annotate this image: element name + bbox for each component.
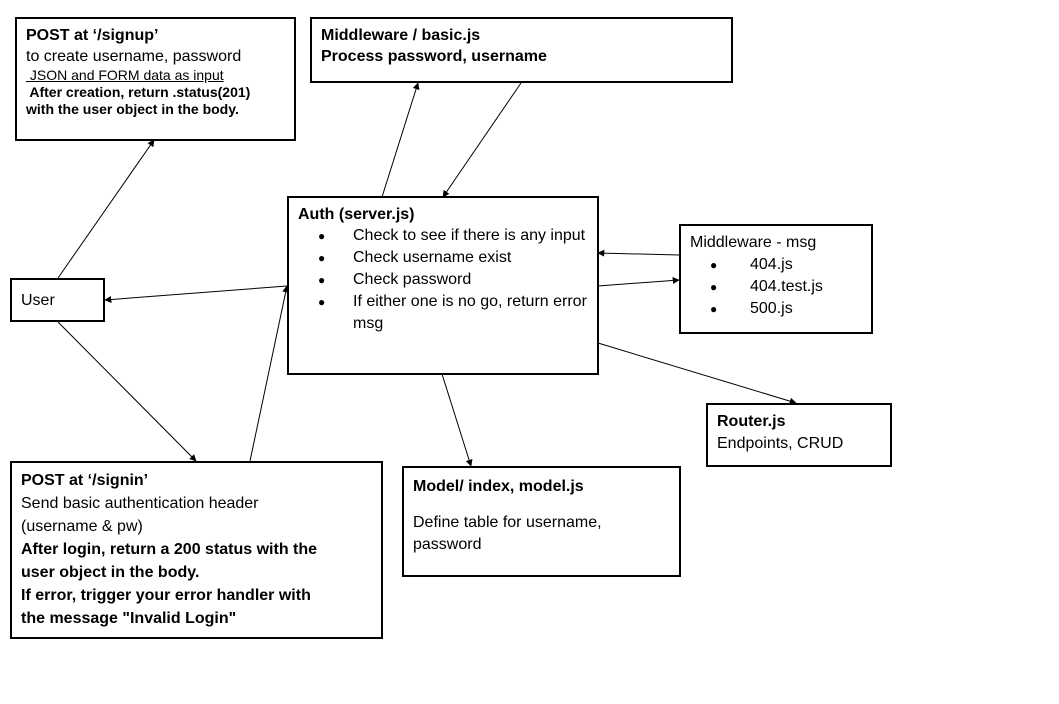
msg-file-item: 404.test.js	[690, 276, 862, 298]
signin-box: POST at ‘/signin’ Send basic authenticat…	[10, 461, 383, 639]
signup-input-note: JSON and FORM data as input	[26, 67, 224, 83]
signup-title: POST at ‘/signup’	[26, 27, 159, 44]
signin-title: POST at ‘/signin’	[21, 472, 149, 489]
auth-checklist: Check to see if there is any input Check…	[298, 225, 588, 335]
signin-success-note: After login, return a 200 status with th…	[21, 541, 318, 558]
arrow-auth-to-msg	[597, 276, 680, 287]
signup-description: to create username, password	[26, 48, 242, 65]
arrow-user-to-signup	[57, 139, 155, 279]
arrow-auth-to-model	[441, 373, 473, 467]
msg-title: Middleware - msg	[690, 234, 817, 251]
model-box: Model/ index, model.js Define table for …	[402, 466, 681, 577]
signin-error-note: If error, trigger your error handler wit…	[21, 587, 311, 604]
user-label: User	[21, 292, 55, 309]
signup-return-note-cont: with the user object in the body.	[26, 101, 239, 117]
signin-description: Send basic authentication header	[21, 495, 259, 512]
arrow-basic-to-auth	[442, 82, 522, 198]
msg-file-item: 500.js	[690, 298, 862, 320]
msg-file-item: 404.js	[690, 254, 862, 276]
basic-middleware-description: Process password, username	[321, 48, 547, 65]
basic-middleware-title: Middleware / basic.js	[321, 27, 481, 44]
signup-return-note: After creation, return .status(201)	[26, 84, 251, 100]
auth-item: If either one is no go, return error msg	[298, 291, 588, 335]
signin-description-cont: (username & pw)	[21, 518, 143, 535]
msg-file-list: 404.js 404.test.js 500.js	[690, 254, 862, 320]
model-title: Model/ index, model.js	[413, 478, 584, 495]
basic-middleware-box: Middleware / basic.js Process password, …	[310, 17, 733, 83]
msg-middleware-box: Middleware - msg 404.js 404.test.js 500.…	[679, 224, 873, 334]
model-description: Define table for username,	[413, 514, 602, 531]
router-box: Router.js Endpoints, CRUD	[706, 403, 892, 467]
arrow-auth-to-basic	[381, 82, 420, 198]
auth-server-box: Auth (server.js) Check to see if there i…	[287, 196, 599, 375]
arrow-user-to-signin	[57, 321, 197, 462]
signin-success-note-cont: user object in the body.	[21, 564, 200, 581]
arrow-auth-to-router	[597, 342, 797, 405]
auth-title: Auth (server.js)	[298, 206, 415, 223]
auth-item: Check to see if there is any input	[298, 225, 588, 247]
arrow-msg-to-auth	[597, 249, 680, 257]
signup-box: POST at ‘/signup’ to create username, pa…	[15, 17, 296, 141]
router-description: Endpoints, CRUD	[717, 435, 844, 452]
router-title: Router.js	[717, 413, 786, 430]
arrow-signin-to-auth	[249, 285, 290, 462]
signin-error-note-cont: the message "Invalid Login"	[21, 610, 237, 627]
model-spacer	[413, 498, 670, 512]
model-description-cont: password	[413, 536, 482, 553]
arrow-auth-to-user	[104, 285, 288, 304]
auth-item: Check password	[298, 269, 588, 291]
user-box: User	[10, 278, 105, 322]
auth-item: Check username exist	[298, 247, 588, 269]
